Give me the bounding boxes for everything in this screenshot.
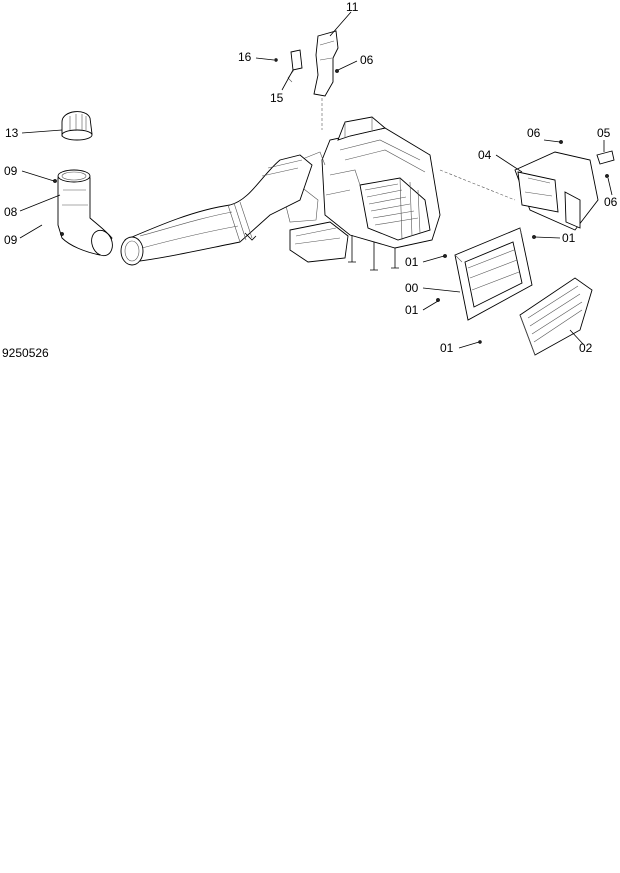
- callout-02: 02: [579, 341, 593, 355]
- callout-04: 04: [478, 148, 492, 162]
- filter-drawing: [519, 277, 593, 356]
- callout-09-lower: 09: [4, 233, 18, 247]
- callout-08: 08: [4, 205, 18, 219]
- callout-01-lower-left: 01: [405, 303, 419, 317]
- elbow-duct-drawing: [53, 169, 113, 257]
- callout-01-upper-left: 01: [405, 255, 419, 269]
- callout-16: 16: [238, 50, 252, 64]
- callout-06-right-low: 06: [604, 195, 618, 209]
- callout-01-right: 01: [562, 231, 576, 245]
- hvac-unit-drawing: [281, 116, 441, 271]
- vent-cap-drawing: [61, 111, 93, 141]
- bracket-drawing: [274, 49, 339, 83]
- callout-00: 00: [405, 281, 419, 295]
- callout-01-bottom: 01: [440, 341, 454, 355]
- upper-duct-drawing: [313, 30, 339, 130]
- cover-drawing: [439, 151, 599, 231]
- drawing-number: 9250526: [2, 346, 49, 360]
- callout-06-top: 06: [360, 53, 374, 67]
- callout-06-right: 06: [527, 126, 541, 140]
- callout-11: 11: [346, 0, 359, 14]
- callout-15: 15: [270, 91, 284, 105]
- duct-hose-drawing: [120, 154, 313, 266]
- clip-drawing: [559, 140, 615, 178]
- callout-13: 13: [5, 126, 19, 140]
- callout-05: 05: [597, 126, 611, 140]
- frame-drawing: [436, 227, 536, 344]
- leader-lines: [19, 11, 613, 349]
- callout-09-upper: 09: [4, 164, 18, 178]
